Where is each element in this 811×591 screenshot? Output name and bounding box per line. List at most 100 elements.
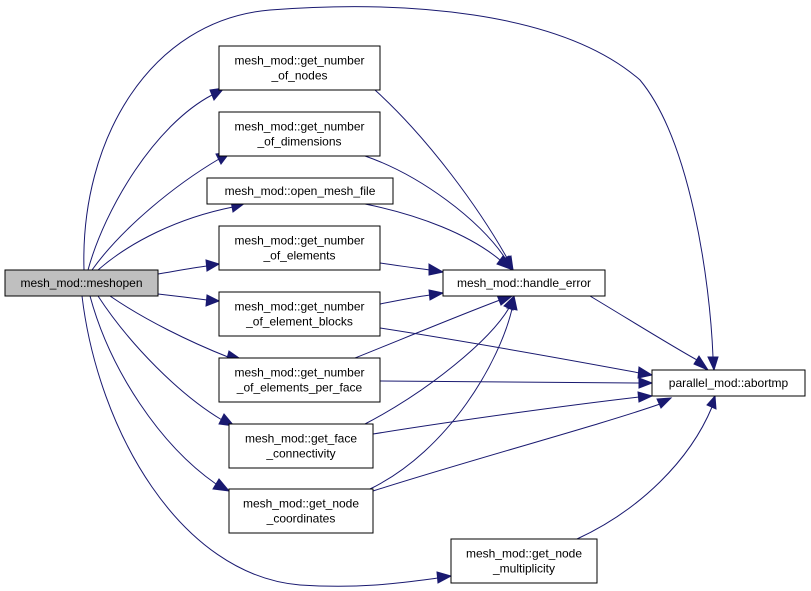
- edge-line: [364, 307, 510, 425]
- node-label: _of_element_blocks: [245, 315, 353, 329]
- edge-line: [576, 406, 713, 540]
- arrowhead-icon: [209, 87, 226, 101]
- edge-line: [379, 294, 431, 305]
- edge-meshopen-to-get_node_multiplicity: [81, 295, 453, 587]
- edge-line: [109, 295, 229, 358]
- edge-get_number_of_nodes-to-handle_error: [374, 89, 514, 272]
- node-label: mesh_mod::open_mesh_file: [225, 184, 376, 198]
- edge-line: [97, 206, 234, 271]
- nodes-layer: mesh_mod::meshopenmesh_mod::get_number_o…: [4, 45, 806, 584]
- node-label: _of_nodes: [270, 69, 327, 83]
- node-label: mesh_mod::get_node: [243, 497, 359, 511]
- node-box: [218, 111, 381, 157]
- node-box: [442, 269, 606, 297]
- arrowhead-icon: [693, 355, 710, 372]
- arrowhead-icon: [656, 397, 673, 409]
- edge-handle_error-to-abortmp: [589, 295, 710, 372]
- edge-line: [379, 380, 640, 384]
- edges-layer: [81, 6, 719, 587]
- edge-get_number_of_element_blocks-to-abortmp: [379, 327, 654, 379]
- arrowhead-icon: [496, 255, 515, 272]
- node-box: [218, 291, 381, 337]
- edge-get_number_of_elements_per_face-to-abortmp: [379, 377, 654, 389]
- node-label: _coordinates: [266, 512, 336, 526]
- arrowhead-icon: [637, 391, 654, 403]
- edge-open_mesh_file-to-handle_error: [364, 203, 515, 272]
- node-meshopen[interactable]: mesh_mod::meshopen: [4, 269, 159, 297]
- node-box: [450, 538, 598, 584]
- edge-line: [83, 6, 714, 358]
- edge-meshopen-to-abortmp: [83, 6, 719, 372]
- edge-meshopen-to-get_number_of_dimensions: [91, 151, 232, 271]
- edge-meshopen-to-get_face_connectivity: [97, 295, 236, 427]
- node-label: mesh_mod::get_face: [245, 432, 357, 446]
- arrowhead-icon: [706, 394, 717, 410]
- node-label: mesh_mod::get_number: [234, 54, 364, 68]
- node-label: mesh_mod::handle_error: [457, 276, 591, 290]
- arrowhead-icon: [428, 289, 445, 301]
- edge-line: [91, 158, 220, 271]
- edge-get_node_coordinates-to-abortmp: [372, 397, 673, 492]
- edge-meshopen-to-get_number_of_elements: [157, 259, 221, 275]
- node-get-number-of-dimensions[interactable]: mesh_mod::get_number_of_dimensions: [218, 111, 381, 157]
- node-label: mesh_mod::get_number: [234, 234, 364, 248]
- node-box: [206, 177, 394, 205]
- edge-meshopen-to-get_number_of_nodes: [87, 87, 226, 271]
- edge-line: [97, 295, 223, 421]
- node-label: mesh_mod::get_number: [234, 120, 364, 134]
- edge-line: [372, 396, 640, 435]
- edge-line: [364, 155, 506, 259]
- edge-get_number_of_elements-to-handle_error: [379, 262, 445, 276]
- edge-line: [369, 308, 513, 490]
- node-label: mesh_mod::meshopen: [20, 276, 142, 290]
- edge-line: [157, 265, 208, 275]
- arrowhead-icon: [436, 571, 453, 584]
- node-get-face-connectivity[interactable]: mesh_mod::get_face_connectivity: [228, 423, 374, 469]
- node-box: [218, 357, 381, 403]
- node-handle-error[interactable]: mesh_mod::handle_error: [442, 269, 606, 297]
- edge-line: [81, 295, 439, 587]
- edge-get_face_connectivity-to-handle_error: [364, 294, 515, 425]
- arrowhead-icon: [205, 294, 221, 307]
- arrowhead-icon: [212, 478, 231, 492]
- node-label: _multiplicity: [492, 562, 555, 576]
- edge-line: [87, 94, 213, 271]
- node-label: mesh_mod::get_number: [234, 300, 364, 314]
- edge-line: [374, 89, 508, 259]
- node-get-number-of-elements-per-face[interactable]: mesh_mod::get_number_of_elements_per_fac…: [218, 357, 381, 403]
- edge-get_node_multiplicity-to-abortmp: [576, 394, 717, 540]
- arrowhead-icon: [637, 366, 654, 379]
- node-box: [218, 225, 381, 271]
- arrowhead-icon: [506, 294, 518, 311]
- edge-get_face_connectivity-to-abortmp: [372, 391, 654, 435]
- node-get-number-of-elements[interactable]: mesh_mod::get_number_of_elements: [218, 225, 381, 271]
- node-get-node-coordinates[interactable]: mesh_mod::get_node_coordinates: [228, 488, 374, 534]
- arrowhead-icon: [218, 413, 236, 427]
- node-get-number-of-element-blocks[interactable]: mesh_mod::get_number_of_element_blocks: [218, 291, 381, 337]
- edge-line: [364, 203, 501, 261]
- arrowhead-icon: [707, 356, 719, 372]
- edge-line: [379, 327, 641, 374]
- arrowhead-icon: [638, 377, 654, 389]
- edge-line: [372, 403, 661, 492]
- edge-meshopen-to-get_number_of_element_blocks: [157, 293, 221, 307]
- node-label: _connectivity: [265, 447, 335, 461]
- edge-line: [589, 295, 698, 361]
- node-get-node-multiplicity[interactable]: mesh_mod::get_node_multiplicity: [450, 538, 598, 584]
- node-box: [4, 269, 159, 297]
- node-box: [651, 369, 806, 397]
- edge-line: [354, 299, 501, 359]
- node-get-number-of-nodes[interactable]: mesh_mod::get_number_of_nodes: [218, 45, 381, 91]
- edge-line: [157, 293, 208, 301]
- node-abortmp[interactable]: parallel_mod::abortmp: [651, 369, 806, 397]
- node-label: _of_elements: [262, 249, 335, 263]
- node-box: [228, 488, 374, 534]
- arrowhead-icon: [428, 263, 445, 276]
- node-label: parallel_mod::abortmp: [669, 376, 789, 390]
- edge-get_node_coordinates-to-handle_error: [369, 294, 518, 490]
- node-open-mesh-file[interactable]: mesh_mod::open_mesh_file: [206, 177, 394, 205]
- node-box: [228, 423, 374, 469]
- edge-meshopen-to-get_node_coordinates: [89, 295, 231, 492]
- edge-get_number_of_element_blocks-to-handle_error: [379, 289, 445, 305]
